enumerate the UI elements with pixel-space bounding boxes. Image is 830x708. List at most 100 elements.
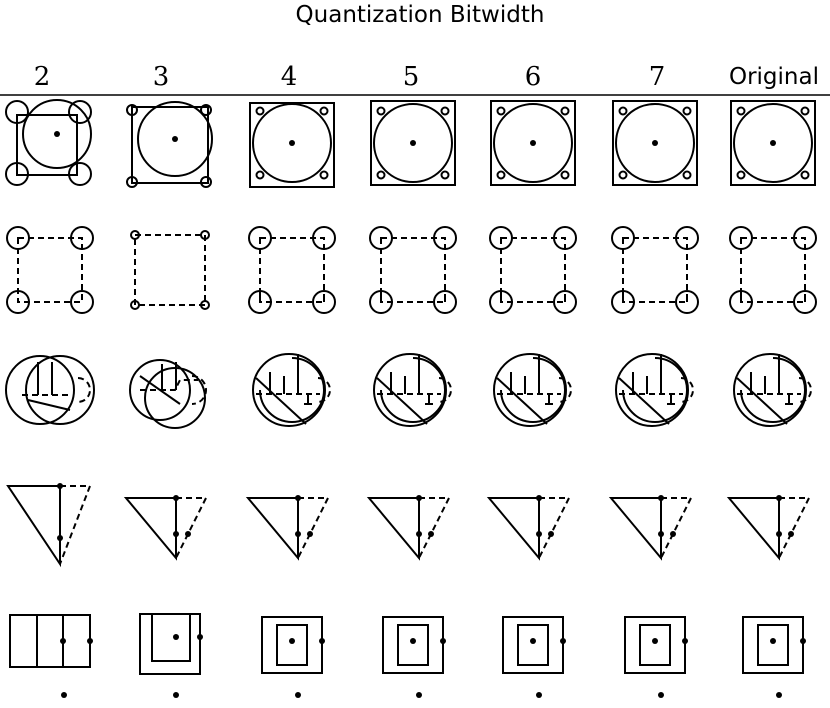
bolt-hole [440,106,450,116]
bolt-hole [255,170,265,180]
bolt-hole [736,106,746,116]
bolt-hole [376,170,386,180]
point-marker [173,634,179,640]
cad-shape-3-col-original [733,353,812,427]
bolt-hole [200,176,212,188]
bolt-hole [560,170,570,180]
cad-shape-5-col-original [742,616,806,674]
column-label-4: 4 [280,62,298,92]
point-marker [652,638,658,644]
center-point [770,140,776,146]
dashed-triangle [660,497,693,559]
solid-triangle [608,497,662,561]
cad-shape-2-col-7 [611,226,699,314]
corner-circle [675,290,699,314]
side-point [428,531,434,537]
inner-arc [259,357,325,423]
dashed-square [259,237,325,303]
dashed-square [622,237,688,303]
bottom-dot [173,692,179,698]
column-label-7: 7 [648,62,666,92]
solid-triangle [726,497,780,561]
bolt-hole [200,104,212,116]
cad-shape-4-col-7 [608,495,693,561]
point-marker [289,638,295,644]
point-marker [87,638,93,644]
corner-circle [130,230,140,240]
corner-circle [248,226,272,250]
dashed-arc [191,375,207,405]
column-label-2: 2 [33,62,51,92]
outer-circle [733,353,807,427]
cad-shape-1-col-original [730,100,816,186]
bolt-hole [68,100,92,124]
dashed-arc [438,377,452,403]
diagonal-line [496,377,548,425]
outer-circle [252,353,326,427]
corner-circle [130,300,140,310]
corner-circle [793,290,817,314]
bolt-hole [682,106,692,116]
point-marker [60,638,66,644]
point-marker [800,638,806,644]
plate-outline [16,114,78,176]
center-point [652,140,658,146]
solid-triangle [245,497,299,561]
point-marker [319,638,325,644]
center-bore [137,101,213,177]
vertical-ribs [750,354,780,394]
side-point [548,531,554,537]
corner-circle [489,226,513,250]
cad-shape-2-col-5 [369,226,457,314]
bolt-hole [68,162,92,186]
bolt-hole [800,106,810,116]
center-bore [22,99,92,169]
corner-circle [70,226,94,250]
side-point [788,531,794,537]
corner-circle [6,290,30,314]
inner-frame [517,624,549,666]
diagonal-line [736,377,788,425]
cad-shape-3-col-4 [252,353,331,427]
cad-shape-1-col-7 [612,100,698,186]
cad-shape-3-col-6 [493,353,572,427]
bottom-dot [776,692,782,698]
cad-shape-4-col-original [726,495,811,561]
side-point [670,531,676,537]
apex-point [658,495,664,501]
dashed-triangle [297,497,330,559]
bolt-hole [126,176,138,188]
dashed-baseline [140,379,198,391]
mid-point [416,531,422,537]
corner-circle [729,290,753,314]
dashed-triangle [418,497,451,559]
cad-shape-1-col-4 [249,102,335,188]
corner-circle [200,300,210,310]
column-label-5: 5 [402,62,420,92]
outer-circle [615,353,689,427]
vertical-ribs [269,354,299,394]
cad-shape-4-col-6 [486,495,571,561]
figure-title: Quantization Bitwidth [295,2,545,28]
cad-shape-1-col-3 [126,101,213,188]
cad-shape-1-col-5 [370,100,456,186]
point-marker [197,634,203,640]
cad-shape-2-col-original [729,226,817,314]
outer-frame [624,616,686,674]
diagonal-line [618,377,670,425]
cad-shape-5-col-7 [624,616,688,674]
corner-circle [675,226,699,250]
corner-circle [433,226,457,250]
corner-circle [433,290,457,314]
bolt-hole [736,170,746,180]
center-bore [733,103,813,183]
dashed-arc [317,377,331,403]
mid-point [57,535,63,541]
inner-u-frame [151,614,191,662]
cad-shape-4-col-5 [366,495,451,561]
vertical-ribs [37,362,53,395]
dashed-triangle [59,485,92,565]
inner-frame [757,624,789,666]
corner-circle [611,226,635,250]
